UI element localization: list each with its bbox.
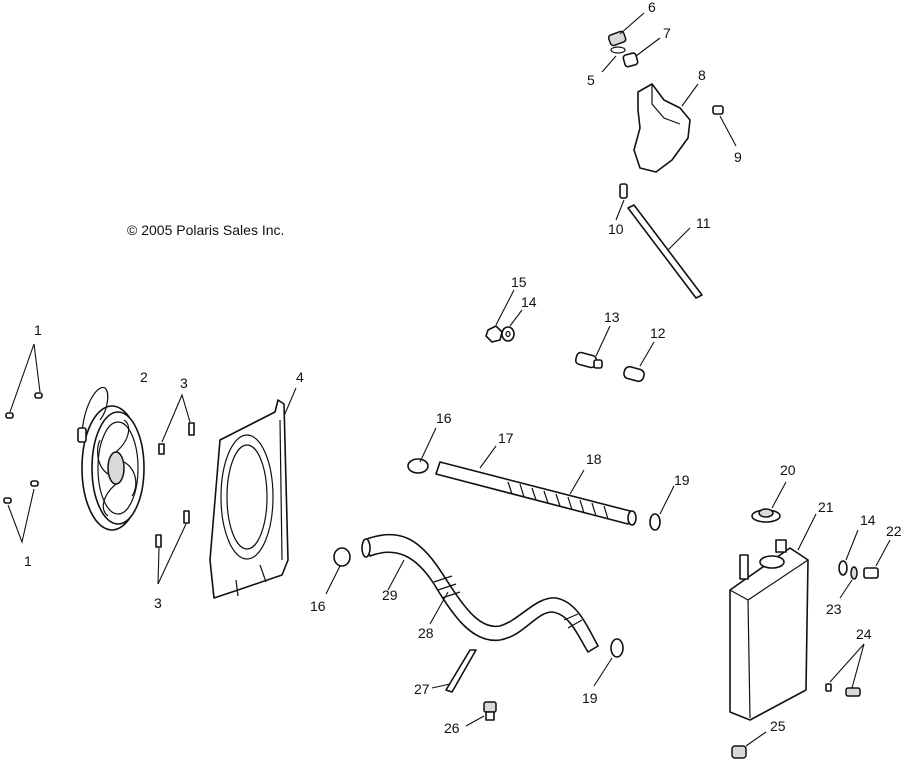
callout-4: 4 xyxy=(296,369,304,385)
part-16-clamp-lower xyxy=(325,547,351,595)
callout-15: 15 xyxy=(511,274,527,290)
part-16-clamp-upper xyxy=(407,427,437,474)
callout-labels: 1 1 2 3 3 4 5 6 7 8 9 10 11 12 13 14 14 … xyxy=(24,0,902,736)
part-13-bushing xyxy=(574,325,611,369)
part-9-screw xyxy=(712,105,737,147)
part-14-washer-upper xyxy=(501,309,523,342)
part-19-clamp-lower xyxy=(593,638,624,687)
part-12-spacer xyxy=(623,341,655,383)
callout-6: 6 xyxy=(648,0,656,15)
part-11-overflow-hose xyxy=(627,204,703,299)
part-8-reservoir xyxy=(633,83,699,173)
part-1-fasteners xyxy=(3,343,43,544)
callout-3-lower: 3 xyxy=(154,595,162,611)
callout-19-upper: 19 xyxy=(674,472,690,488)
callout-17: 17 xyxy=(498,430,514,446)
part-14-washer-lower xyxy=(838,529,859,576)
part-22-bolt xyxy=(863,539,891,579)
callout-10: 10 xyxy=(608,221,624,237)
callout-7: 7 xyxy=(663,25,671,41)
callout-19-lower: 19 xyxy=(582,690,598,706)
callout-29: 29 xyxy=(382,587,398,603)
part-24-fasteners xyxy=(825,643,865,697)
callout-22: 22 xyxy=(886,523,902,539)
callout-16-upper: 16 xyxy=(436,410,452,426)
callout-20: 20 xyxy=(780,462,796,478)
callout-3-upper: 3 xyxy=(180,375,188,391)
callout-11: 11 xyxy=(696,215,711,231)
copyright-notice: © 2005 Polaris Sales Inc. xyxy=(127,222,284,238)
callout-14-upper: 14 xyxy=(521,294,537,310)
callout-26: 26 xyxy=(444,720,460,736)
callout-2: 2 xyxy=(140,369,148,385)
part-20-radiator-cap xyxy=(751,481,787,523)
part-21-radiator xyxy=(729,513,817,721)
callout-27: 27 xyxy=(414,681,430,697)
callout-21: 21 xyxy=(818,499,834,515)
part-15-nut xyxy=(485,289,515,343)
part-23-grommet xyxy=(839,566,858,599)
callout-1-upper: 1 xyxy=(34,322,42,338)
callout-24: 24 xyxy=(856,626,872,642)
callout-1-lower: 1 xyxy=(24,553,32,569)
part-25-drain-plug xyxy=(731,731,767,759)
part-29-lower-hose xyxy=(361,533,599,653)
part-5-6-7-cap-assembly xyxy=(601,12,661,73)
callout-9: 9 xyxy=(734,149,742,165)
part-19-clamp-upper xyxy=(649,485,675,531)
part-26-drain xyxy=(465,701,497,727)
part-3-clips xyxy=(155,393,195,585)
part-10-fitting xyxy=(615,183,628,221)
callout-23: 23 xyxy=(826,601,842,617)
part-2-fan xyxy=(77,386,145,531)
part-4-shroud xyxy=(209,387,297,599)
callout-14-lower: 14 xyxy=(860,512,876,528)
callout-28: 28 xyxy=(418,625,434,641)
part-17-upper-hose xyxy=(435,445,637,526)
callout-25: 25 xyxy=(770,718,786,734)
part-27-hose xyxy=(431,649,477,693)
callout-8: 8 xyxy=(698,67,706,83)
callout-5: 5 xyxy=(587,72,595,88)
callout-16-lower: 16 xyxy=(310,598,326,614)
callout-12: 12 xyxy=(650,325,666,341)
callout-18: 18 xyxy=(586,451,602,467)
callout-13: 13 xyxy=(604,309,620,325)
